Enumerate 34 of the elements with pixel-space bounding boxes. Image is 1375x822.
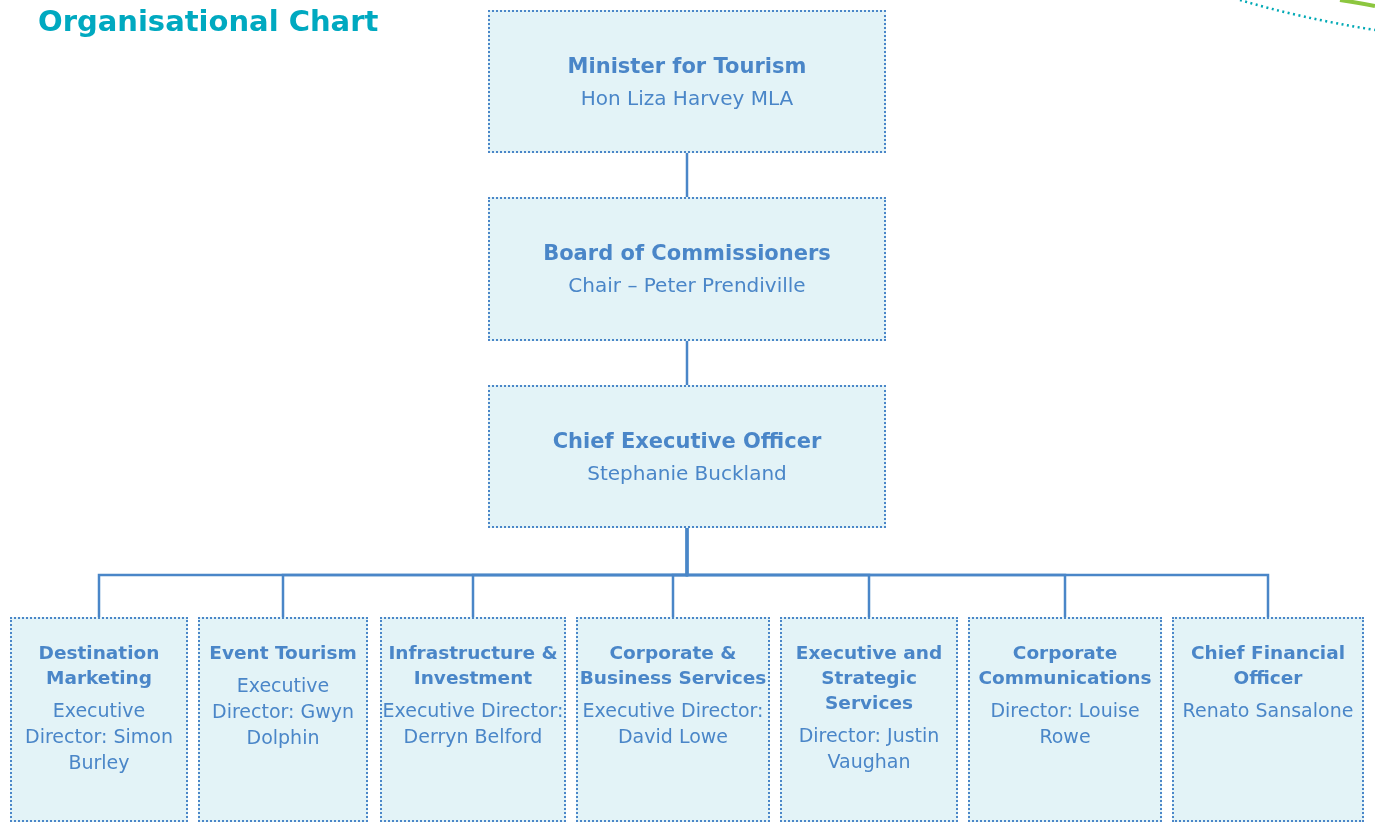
person-name: Executive Director: Simon Burley <box>24 697 174 776</box>
org-box <box>380 617 566 822</box>
org-box <box>780 617 958 822</box>
unit-title: Executive and Strategic Services <box>794 641 944 715</box>
unit-title: Minister for Tourism <box>567 53 807 78</box>
connector-line <box>685 153 689 197</box>
org-box <box>968 617 1162 822</box>
org-box <box>1172 617 1364 822</box>
person-name: Executive Director: David Lowe <box>581 697 765 750</box>
person-name: Chair – Peter Prendiville <box>568 273 806 297</box>
org-box <box>576 617 770 822</box>
connector-line <box>685 341 689 385</box>
person-name: Director: Justin Vaughan <box>797 722 941 775</box>
org-box <box>488 197 886 341</box>
connector-line <box>685 528 1270 617</box>
unit-title: Chief Financial Officer <box>1189 641 1347 690</box>
unit-title: Chief Executive Officer <box>552 428 822 453</box>
unit-title: Infrastructure & Investment <box>387 641 559 690</box>
unit-title: Board of Commissioners <box>543 241 831 265</box>
person-name: Executive Director: Derryn Belford <box>382 697 564 750</box>
org-box <box>488 10 886 153</box>
unit-title: Corporate Communications <box>977 641 1153 690</box>
person-name: Stephanie Buckland <box>587 460 787 485</box>
person-name: Director: Louise Rowe <box>989 697 1141 750</box>
person-name: Renato Sansalone <box>1182 697 1354 723</box>
org-box <box>10 617 188 822</box>
unit-title: Destination Marketing <box>37 641 161 690</box>
person-name: Hon Liza Harvey MLA <box>580 85 794 110</box>
unit-title: Event Tourism <box>209 641 357 665</box>
unit-title: Corporate & Business Services <box>578 641 768 690</box>
org-box <box>198 617 368 822</box>
chart-title: Organisational Chart <box>38 4 379 38</box>
org-box <box>488 385 886 528</box>
person-name: Executive Director: Gwyn Dolphin <box>211 672 355 751</box>
